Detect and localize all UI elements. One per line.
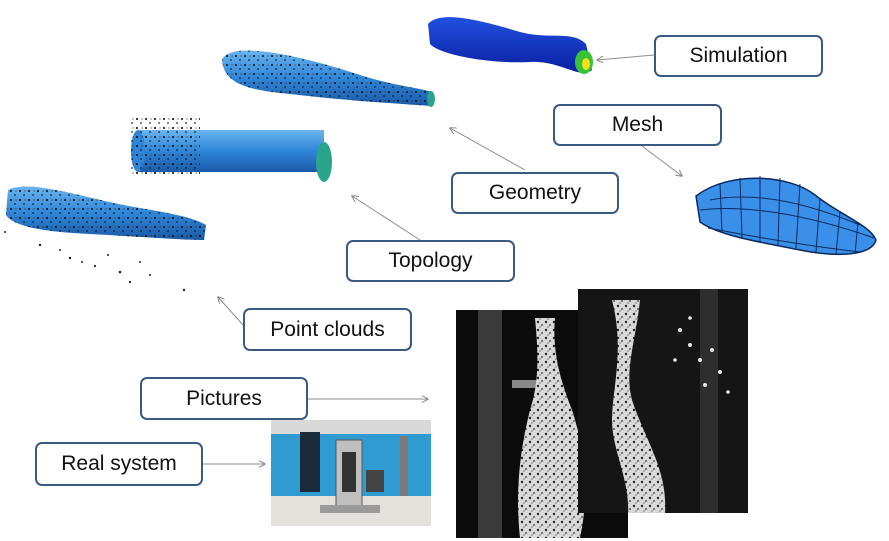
arrow-topology [352, 196, 421, 241]
arrows [203, 54, 682, 464]
geometry-label: Geometry [451, 172, 619, 214]
arrow-point-clouds [218, 297, 244, 326]
camera-picture-2 [578, 289, 748, 513]
mesh-label: Mesh [553, 104, 722, 146]
point-clouds-label: Point clouds [243, 308, 412, 351]
geometry-model-image [222, 50, 435, 107]
simulation-model-image [428, 17, 593, 74]
real-system-label: Real system [35, 442, 203, 486]
arrow-simulation [597, 54, 655, 60]
arrow-geometry [450, 128, 526, 171]
simulation-label: Simulation [654, 35, 823, 77]
arrow-mesh [641, 145, 682, 176]
point-cloud-model-image [4, 186, 206, 292]
mesh-model-image [695, 176, 877, 256]
pictures-label: Pictures [140, 377, 308, 420]
topology-model-image [130, 118, 332, 182]
real-system-photo [271, 420, 431, 526]
topology-label: Topology [346, 240, 515, 282]
